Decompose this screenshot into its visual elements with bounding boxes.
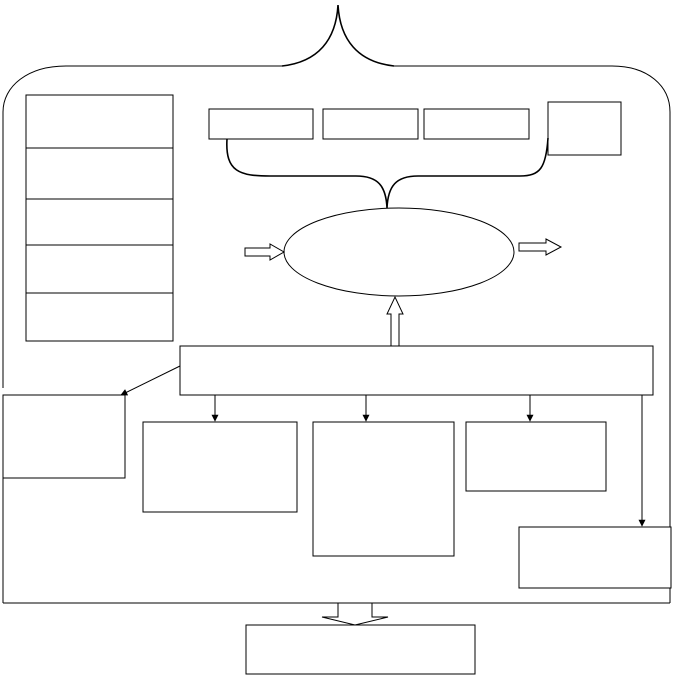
up-arrow-icon bbox=[386, 295, 404, 347]
wide-bar bbox=[179, 345, 654, 396]
middle-brace bbox=[226, 137, 549, 209]
left-stack-box-5 bbox=[25, 292, 174, 342]
lower-box-4 bbox=[518, 526, 672, 589]
output-arrow-icon bbox=[518, 238, 563, 256]
lower-box-3 bbox=[465, 421, 607, 492]
top-row bbox=[208, 101, 622, 156]
outer-frame bbox=[2, 65, 671, 603]
top-box-4 bbox=[547, 101, 622, 156]
lower-box-2 bbox=[312, 421, 455, 557]
center-ellipse bbox=[283, 207, 515, 297]
lower-boxes bbox=[142, 421, 672, 589]
lower-box-1 bbox=[142, 421, 298, 513]
top-brace bbox=[281, 4, 395, 67]
top-box-1 bbox=[208, 108, 314, 140]
left-out-box bbox=[2, 394, 126, 479]
left-stack-box-4 bbox=[25, 244, 174, 294]
left-stack bbox=[25, 94, 174, 342]
left-stack-box-2 bbox=[25, 147, 174, 200]
left-stack-box-1 bbox=[25, 94, 174, 149]
arrow-to-left-out-box bbox=[120, 365, 181, 396]
down-arrow-icon bbox=[321, 602, 389, 626]
input-arrow-icon bbox=[244, 243, 286, 261]
top-box-3 bbox=[423, 108, 530, 140]
bottom-box bbox=[245, 624, 476, 675]
top-box-2 bbox=[322, 108, 419, 140]
left-stack-box-3 bbox=[25, 198, 174, 246]
